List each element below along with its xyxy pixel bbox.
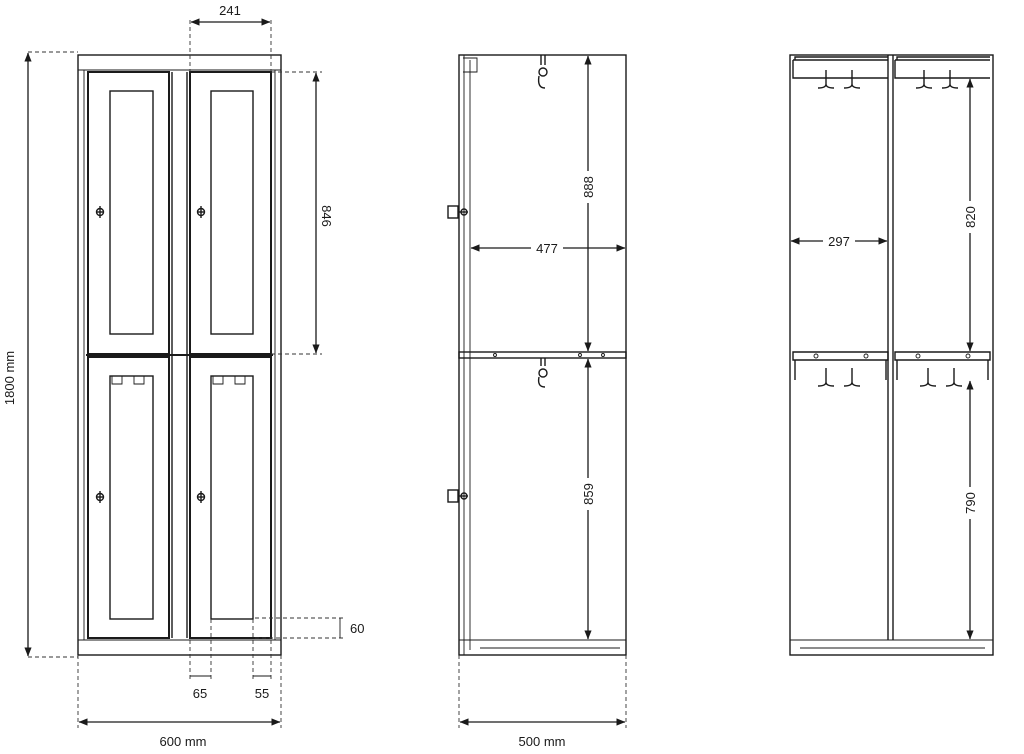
lower-height-label: 859	[581, 483, 596, 505]
upper-compartment-height-label: 820	[963, 206, 978, 228]
depth-label: 500 mm	[519, 734, 566, 749]
door-width-label: 241	[219, 3, 241, 18]
width-label: 600 mm	[160, 734, 207, 749]
frame-side-label: 65	[193, 686, 207, 701]
window-panel	[109, 375, 154, 620]
window-panel	[210, 375, 254, 620]
compartment-width-label: 297	[828, 234, 850, 249]
window-panel	[109, 90, 154, 335]
front-view: 1800 mm 600 mm 241 846 60 65 55	[2, 3, 364, 749]
inner-depth-label: 477	[536, 241, 558, 256]
coat-hook-icon	[111, 376, 246, 385]
front-doors	[86, 71, 273, 639]
door-bottom-right	[189, 356, 272, 639]
shelf	[458, 351, 627, 359]
lock-icon	[95, 206, 206, 503]
handle-icon	[447, 205, 468, 503]
window-panel	[210, 90, 254, 335]
coat-hook-icon	[817, 70, 963, 387]
front-carcass	[77, 54, 282, 656]
side-view: 477 888 859 500 mm	[447, 54, 627, 749]
height-label: 1800 mm	[2, 351, 17, 405]
door-top-right	[189, 71, 272, 355]
door-bottom-left	[87, 356, 170, 639]
upper-height-label: 888	[581, 176, 596, 198]
frame-bottom-label: 60	[350, 621, 364, 636]
interior-view: 297 820 790	[789, 54, 994, 656]
side-carcass	[458, 54, 627, 656]
lower-compartment-height-label: 790	[963, 492, 978, 514]
coat-hook-icon	[537, 55, 548, 388]
interior-carcass	[789, 54, 994, 656]
door-height-label: 846	[319, 205, 334, 227]
frame-side-right-label: 55	[255, 686, 269, 701]
